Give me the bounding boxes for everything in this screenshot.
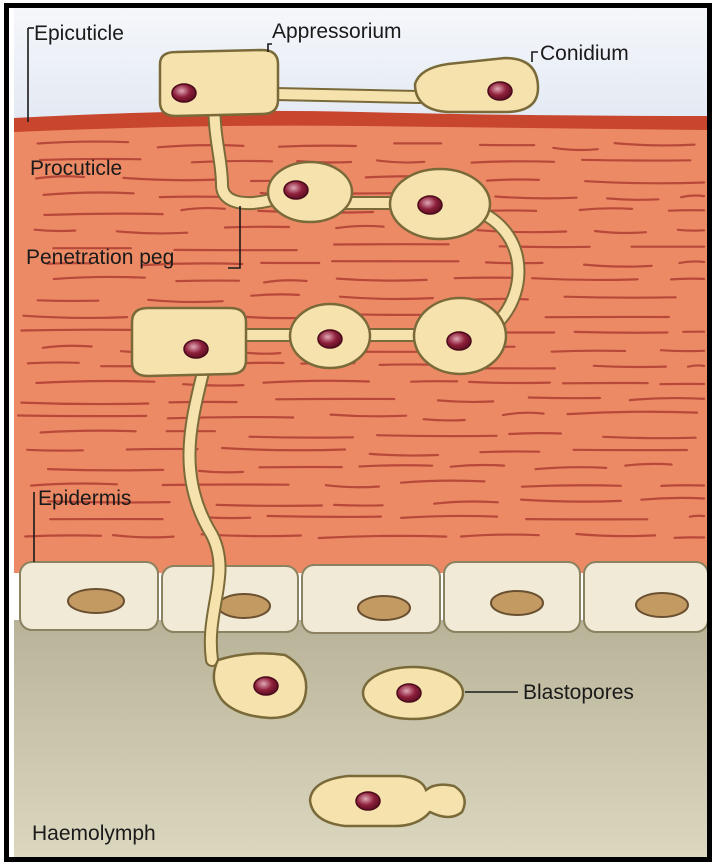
cuticle-fiber	[594, 366, 666, 367]
nucleus	[184, 340, 208, 358]
cuticle-fiber	[28, 362, 79, 363]
cuticle-fiber	[487, 179, 539, 180]
epidermis-nucleus	[491, 591, 543, 615]
cuticle-fiber	[18, 416, 146, 417]
cuticle-fiber	[661, 485, 704, 486]
label-appressorium: Appressorium	[272, 20, 402, 43]
cuticle-fiber	[21, 330, 141, 331]
cuticle-fiber	[688, 365, 704, 366]
nucleus	[447, 332, 471, 350]
nucleus	[397, 684, 421, 702]
cuticle-fiber	[268, 516, 382, 517]
label-haemolymph: Haemolymph	[32, 822, 156, 845]
conidium-cell	[415, 58, 538, 112]
cuticle-fiber	[455, 278, 515, 279]
cuticle-fiber	[360, 465, 433, 466]
cuticle-fiber	[35, 230, 76, 231]
cuticle-fiber	[38, 300, 99, 301]
label-procuticle: Procuticle	[30, 157, 122, 180]
epidermis-nucleus	[358, 596, 410, 620]
cuticle-fiber	[582, 160, 690, 161]
cuticle-fiber	[217, 505, 322, 506]
cuticle-fiber	[279, 146, 356, 147]
nucleus	[254, 677, 278, 695]
cuticle-fiber	[671, 279, 704, 280]
label-epidermis: Epidermis	[38, 487, 131, 510]
cuticle-fiber	[661, 350, 704, 351]
cuticle-fiber	[529, 398, 600, 399]
label-penetration-peg: Penetration peg	[26, 246, 174, 269]
cuticle-fiber	[669, 210, 704, 211]
cuticle-fiber	[552, 351, 625, 352]
nucleus	[488, 82, 512, 100]
nucleus	[418, 196, 442, 214]
cuticle-fiber	[565, 297, 676, 298]
cuticle-fiber	[176, 281, 239, 282]
cuticle-fiber	[27, 450, 83, 451]
nucleus	[318, 330, 342, 348]
label-blastopores: Blastopores	[523, 681, 634, 704]
cuticle-fiber	[334, 505, 383, 506]
cuticle-fiber	[509, 433, 561, 434]
nucleus	[356, 792, 380, 810]
appressorium-cell	[160, 50, 278, 116]
cuticle-fiber	[678, 230, 704, 231]
cuticle-fiber	[25, 535, 101, 536]
cuticle-fiber	[225, 227, 289, 228]
nucleus	[284, 181, 308, 199]
epidermis-layer	[20, 562, 708, 633]
cuticle-fiber	[250, 437, 354, 438]
epidermis-nucleus	[636, 593, 688, 617]
cuticle-fiber	[690, 516, 704, 517]
cuticle-fiber	[377, 435, 497, 436]
epidermis-nucleus	[68, 589, 124, 613]
cuticle-fiber	[48, 469, 163, 470]
cuticle-fiber	[469, 382, 550, 383]
hyphal-body	[268, 162, 352, 222]
nucleus	[172, 84, 196, 102]
epidermis-nucleus	[218, 594, 270, 618]
cuticle-fiber	[472, 161, 554, 162]
label-epicuticle: Epicuticle	[34, 22, 124, 45]
cuticle-fiber	[575, 332, 668, 333]
cuticle-fiber	[480, 451, 539, 452]
label-conidium: Conidium	[540, 42, 629, 65]
cuticle-fiber	[424, 419, 465, 420]
